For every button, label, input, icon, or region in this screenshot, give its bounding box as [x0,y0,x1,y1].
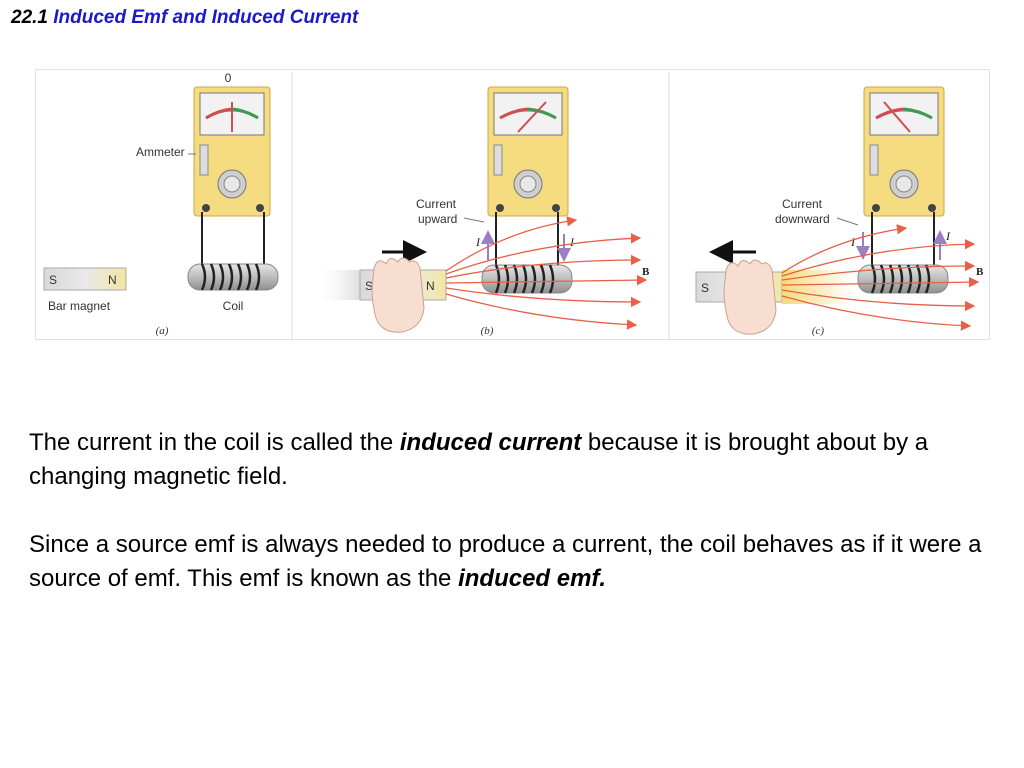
panel-c: Current downward I I S N [695,86,984,337]
paragraph-induced-emf: Since a source emf is always needed to p… [29,528,999,596]
induction-figure: 0 Ammeter Coil [35,69,990,340]
bar-magnet-label: Bar magnet [48,299,111,313]
panel-a: 0 Ammeter Coil [43,71,279,337]
magnet-n-pole: N [108,273,117,287]
term-induced-emf: induced emf. [458,565,607,592]
caption-c: (c) [812,325,825,337]
p1-text-before: The current in the coil is called the [29,429,400,456]
current-downward-label-line1: Current [782,197,823,211]
magnet-b-n-pole: N [426,279,435,293]
current-upward-label-line2: upward [418,212,457,226]
current-symbol-b-right: I [569,235,575,249]
paragraph-induced-current: The current in the coil is called the in… [29,426,999,494]
p1-text-after: because it is brought about by a changin… [29,429,929,490]
p2-text-before: Since a source emf is always needed to p… [29,531,982,592]
field-label-b: B [642,266,650,278]
body-text: The current in the coil is called the in… [29,426,999,596]
current-symbol-c-right: I [945,229,951,243]
section-number: 22.1 [11,7,48,28]
current-symbol-c-left: I [850,235,856,249]
caption-a: (a) [156,325,169,337]
term-induced-current: induced current [399,429,582,456]
ammeter-label: Ammeter [136,145,185,159]
field-label-c: B [976,266,984,278]
meter-zero-label: 0 [225,71,232,85]
coil-label: Coil [223,299,244,313]
panel-b: Current upward I I S N [314,86,650,337]
magnet-s-pole: S [49,273,57,287]
current-downward-label-line2: downward [775,212,830,226]
current-upward-label-line1: Current [416,197,457,211]
magnet-c-s-pole: S [701,281,709,295]
slide-title: 22.1 Induced Emf and Induced Current [11,7,358,29]
magnet-b-s-pole: S [365,279,373,293]
title-text: Induced Emf and Induced Current [53,7,359,28]
current-symbol-b-left: I [475,235,481,249]
caption-b: (b) [481,325,494,337]
